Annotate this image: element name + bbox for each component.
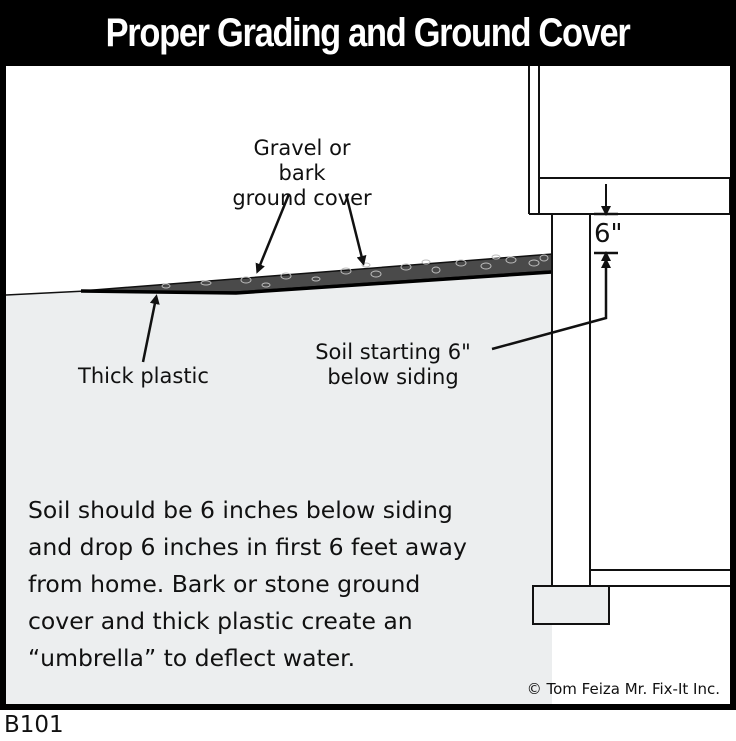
thick-plastic xyxy=(80,270,553,295)
thick-plastic-label: Thick plastic xyxy=(78,364,209,388)
soil-start-arrow xyxy=(491,258,611,351)
diagram-frame: Gravel or bark ground cover Thick plasti… xyxy=(0,66,736,710)
explanation-text: Soil should be 6 inches below siding and… xyxy=(28,496,467,672)
soil-region xyxy=(6,272,552,704)
title-bar: Proper Grading and Ground Cover xyxy=(0,0,736,66)
grading-illustration xyxy=(6,66,730,704)
foundation-wall xyxy=(551,213,591,587)
floor-rim-joist xyxy=(538,177,730,215)
footing xyxy=(532,585,610,625)
dimension-label: 6" xyxy=(594,219,623,249)
diagram-title: Proper Grading and Ground Cover xyxy=(106,10,631,55)
gravel-texture xyxy=(161,254,549,289)
figure-code: B101 xyxy=(4,712,64,738)
gravel-arrow-right xyxy=(344,193,367,266)
soil-start-label: Soil starting 6" below siding xyxy=(315,340,471,389)
gravel-arrow-left xyxy=(255,193,291,274)
copyright-text: © Tom Feiza Mr. Fix-It Inc. xyxy=(526,680,720,698)
diagram-panel: Gravel or bark ground cover Thick plasti… xyxy=(6,66,730,704)
plastic-arrow xyxy=(141,294,160,363)
ground-cover-label: Gravel or bark ground cover xyxy=(232,136,372,210)
grade-line xyxy=(6,290,87,296)
